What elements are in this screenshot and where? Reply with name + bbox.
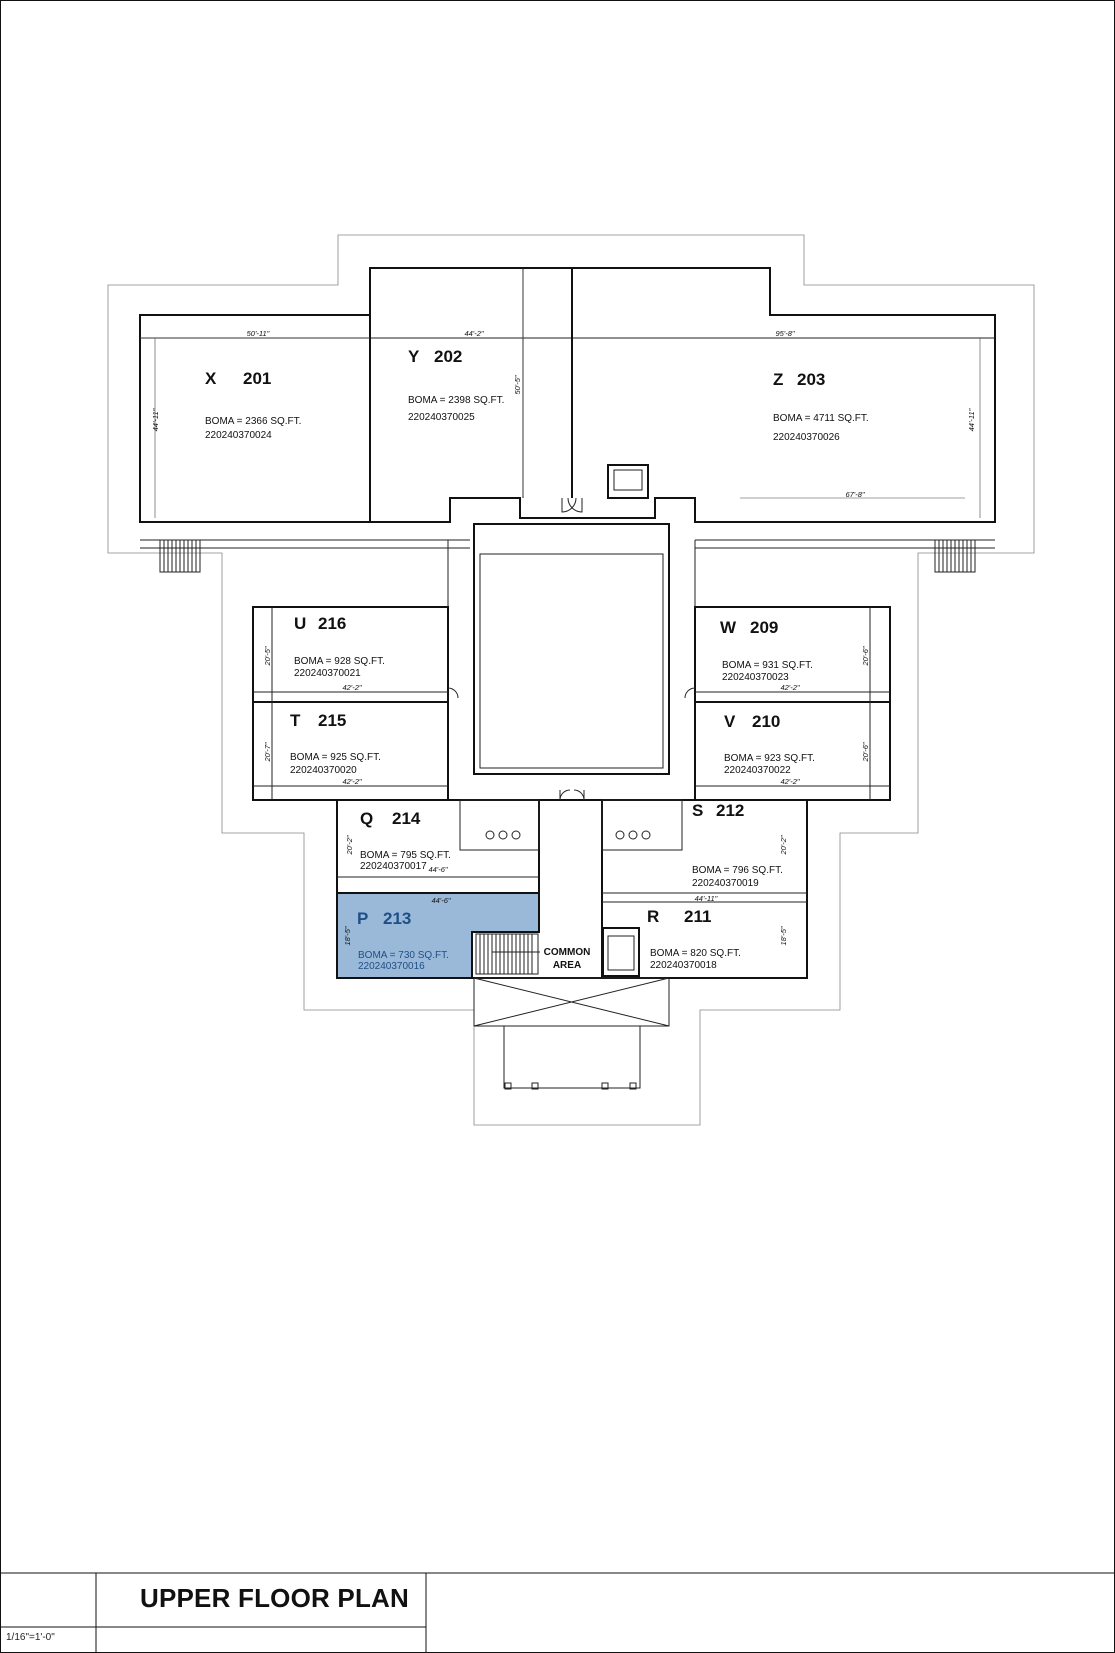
boma-area: BOMA = 795 SQ.FT.: [360, 850, 451, 861]
parcel-id: 220240370024: [205, 430, 272, 441]
unit-letter: W: [720, 618, 737, 637]
unit-number: 201: [243, 369, 271, 388]
unit-v-210[interactable]: V 210 BOMA = 923 SQ.FT. 220240370022: [724, 712, 815, 776]
unit-letter: R: [647, 907, 659, 926]
dim-u-width: 42'-2": [342, 683, 361, 692]
dim-s-depth: 20'-2": [779, 835, 788, 855]
boma-area: BOMA = 820 SQ.FT.: [650, 948, 741, 959]
unit-letter: U: [294, 614, 306, 633]
unit-q-214[interactable]: Q 214 BOMA = 795 SQ.FT. 220240370017: [360, 809, 451, 872]
unit-y-202[interactable]: Y 202 BOMA = 2398 SQ.FT. 220240370025: [408, 347, 504, 423]
unit-x-201[interactable]: X 201 BOMA = 2366 SQ.FT. 220240370024: [205, 369, 301, 441]
dim-z-lower: 67'-8": [845, 490, 864, 499]
unit-w-209[interactable]: W 209 BOMA = 931 SQ.FT. 220240370023: [720, 618, 813, 683]
title-block-frame: [0, 1572, 1115, 1653]
dim-p-depth: 18'-5": [343, 926, 352, 945]
unit-letter: Q: [360, 809, 373, 828]
unit-number: 212: [716, 801, 744, 820]
unit-number: 202: [434, 347, 462, 366]
dimension-labels: 50'-11" 44'-2" 95'-8" 67'-8" 50'-5" 44'-…: [151, 329, 976, 946]
dimension-lines: [140, 270, 981, 518]
common-area-line2: AREA: [553, 960, 581, 971]
dim-r-width: 44'-11": [695, 894, 718, 903]
common-area-line1: COMMON: [544, 947, 591, 958]
dim-y-width: 44'-2": [464, 329, 483, 338]
boma-area: BOMA = 2366 SQ.FT.: [205, 416, 301, 427]
door-swings: [447, 497, 696, 801]
parcel-id: 220240370017: [360, 861, 427, 872]
unit-letter: S: [692, 801, 703, 820]
parcel-id: 220240370026: [773, 432, 840, 443]
drawing-scale: 1/16"=1'-0": [6, 1632, 55, 1643]
parcel-id: 220240370025: [408, 412, 475, 423]
unit-u-216[interactable]: U 216 BOMA = 928 SQ.FT. 220240370021: [294, 614, 385, 679]
unit-letter: X: [205, 369, 217, 388]
parcel-id: 220240370021: [294, 668, 361, 679]
unit-letter: Z: [773, 370, 783, 389]
stairs-left: [159, 539, 201, 573]
drawing-title: UPPER FLOOR PLAN: [140, 1583, 409, 1613]
center-stair: [475, 933, 540, 975]
unit-letter: T: [290, 711, 301, 730]
dim-t-width: 42'-2": [342, 777, 361, 786]
entry-canopy: [473, 977, 670, 1090]
parcel-id: 220240370018: [650, 960, 717, 971]
boma-area: BOMA = 928 SQ.FT.: [294, 656, 385, 667]
common-area-label: COMMON AREA: [544, 947, 591, 971]
unit-number: 216: [318, 614, 346, 633]
stairs-right: [934, 539, 976, 573]
unit-number: 213: [383, 909, 411, 928]
dim-z-width: 95'-8": [775, 329, 794, 338]
boma-area: BOMA = 925 SQ.FT.: [290, 752, 381, 763]
dim-u-depth: 20'-5": [263, 646, 272, 666]
unit-z-203[interactable]: Z 203 BOMA = 4711 SQ.FT. 220240370026: [773, 370, 869, 443]
unit-s-212[interactable]: S 212 BOMA = 796 SQ.FT. 220240370019: [692, 801, 783, 889]
unit-r-211[interactable]: R 211 BOMA = 820 SQ.FT. 220240370018: [647, 907, 741, 971]
parcel-id: 220240370020: [290, 765, 357, 776]
unit-number: 210: [752, 712, 780, 731]
unit-letter: Y: [408, 347, 420, 366]
boma-area: BOMA = 4711 SQ.FT.: [773, 413, 869, 424]
dim-y-depth: 50'-5": [513, 375, 522, 394]
unit-number: 203: [797, 370, 825, 389]
unit-p-213[interactable]: P 213 BOMA = 730 SQ.FT. 220240370016: [357, 909, 449, 972]
dim-z-depth: 44'-11": [967, 408, 976, 431]
dim-t-depth: 20'-7": [263, 742, 272, 762]
dim-r-depth: 18'-5": [779, 926, 788, 945]
parcel-id: 220240370022: [724, 765, 791, 776]
unit-number: 214: [392, 809, 421, 828]
unit-t-215[interactable]: T 215 BOMA = 925 SQ.FT. 220240370020: [290, 711, 381, 776]
unit-letter: V: [724, 712, 736, 731]
unit-number: 215: [318, 711, 346, 730]
unit-number: 209: [750, 618, 778, 637]
unit-letter: P: [357, 909, 368, 928]
courtyard: [473, 523, 670, 775]
dim-x-depth: 44'-11": [151, 408, 160, 431]
unit-number: 211: [684, 907, 711, 926]
site-outline: [107, 234, 1035, 1126]
parcel-id: 220240370019: [692, 878, 759, 889]
dim-x-width: 50'-11": [247, 329, 270, 338]
boma-area: BOMA = 931 SQ.FT.: [722, 660, 813, 671]
dim-w-depth: 20'-6": [861, 646, 870, 666]
boma-area: BOMA = 923 SQ.FT.: [724, 753, 815, 764]
boma-area: BOMA = 2398 SQ.FT.: [408, 395, 504, 406]
dim-q-depth: 20'-2": [345, 835, 354, 855]
dim-w-width: 42'-2": [780, 683, 799, 692]
dim-q-width: 44'-6": [428, 865, 447, 874]
dim-v-depth: 20'-6": [861, 742, 870, 762]
unit-p-213-highlight[interactable]: [336, 892, 540, 979]
dim-v-width: 42'-2": [780, 777, 799, 786]
parcel-id: 220240370016: [358, 961, 425, 972]
boma-area: BOMA = 730 SQ.FT.: [358, 950, 449, 961]
boma-area: BOMA = 796 SQ.FT.: [692, 865, 783, 876]
parcel-id: 220240370023: [722, 672, 789, 683]
dim-p-width: 44'-6": [431, 896, 450, 905]
middle-wing-walls: [252, 540, 891, 801]
